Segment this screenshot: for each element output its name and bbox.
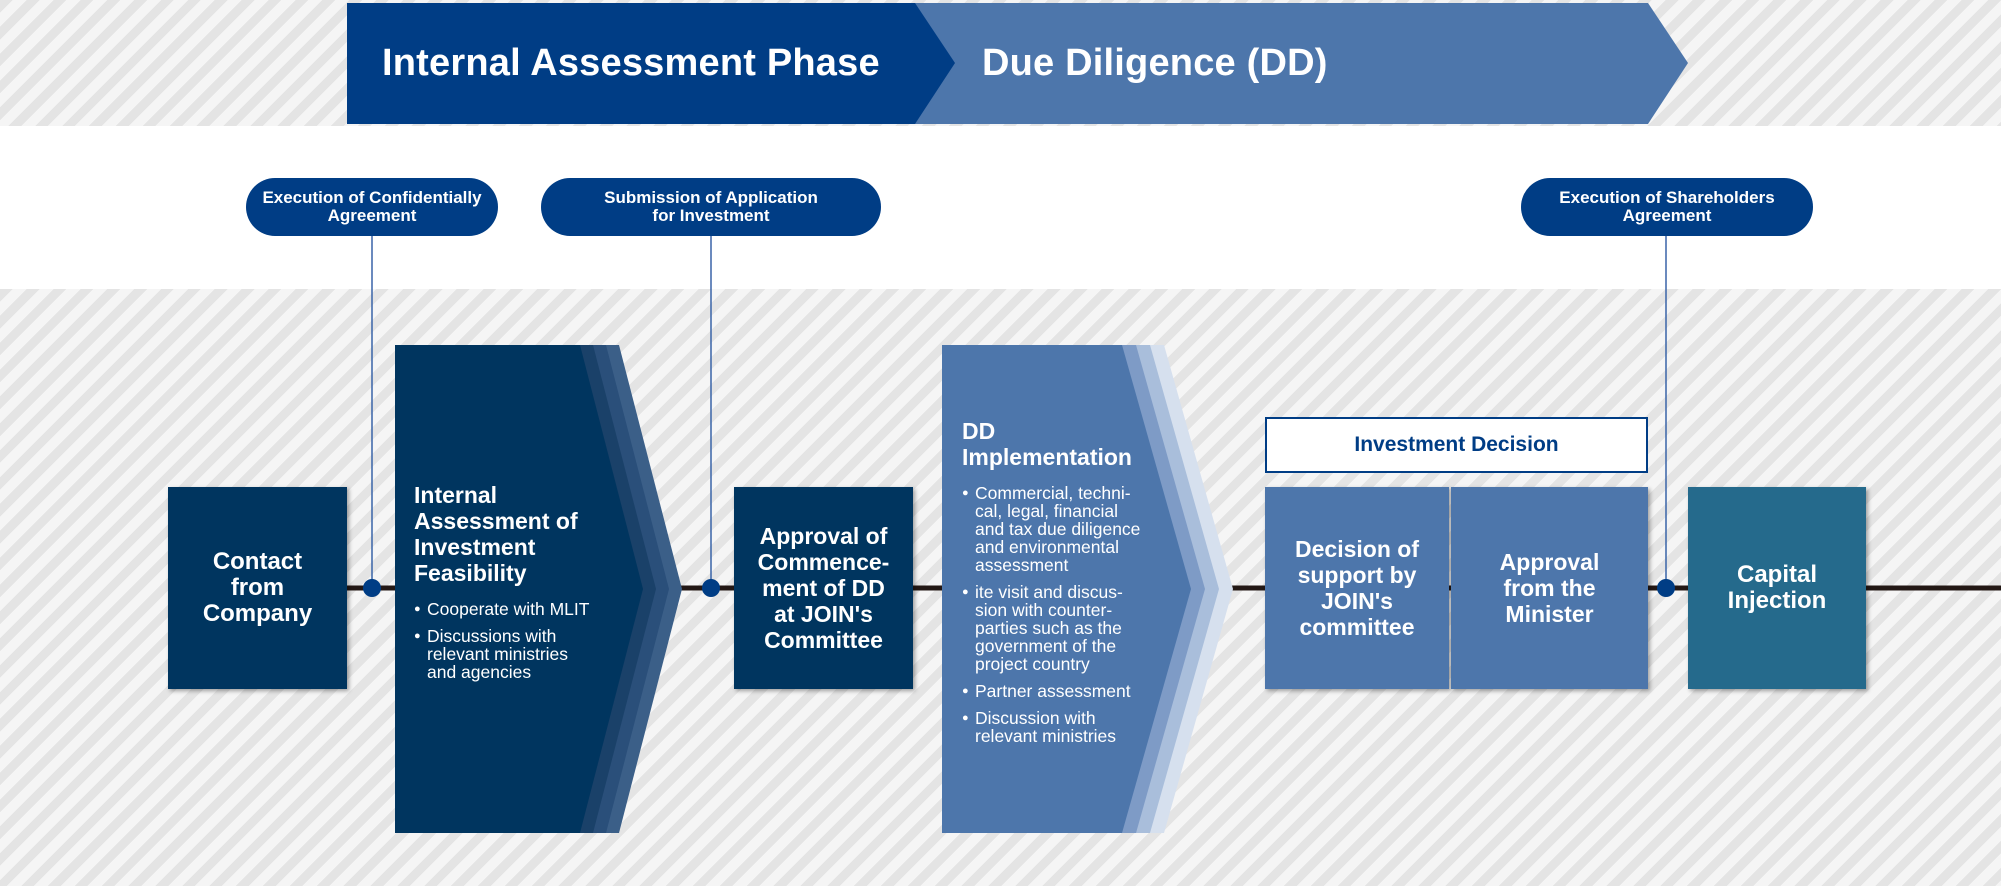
application-node bbox=[702, 579, 720, 597]
contact-from-company-box: Contact from Company bbox=[168, 487, 347, 689]
internal-assessment-phase-arrow bbox=[347, 3, 955, 124]
support-decision-box: Decision of support by JOIN's committee bbox=[1265, 487, 1449, 689]
internal-assessment-content: Internal Assessment of Investment Feasib… bbox=[414, 482, 624, 690]
due-diligence-phase-label: Due Diligence (DD) bbox=[982, 42, 1328, 84]
dd-implementation-title: DD Implementation bbox=[962, 418, 1132, 470]
internal-assessment-bullets: Cooperate with MLIT Discussions with rel… bbox=[414, 600, 624, 681]
internal-assessment-arrow bbox=[395, 345, 682, 833]
bullet-item: Partner assessment bbox=[962, 682, 1177, 700]
due-diligence-phase-arrow bbox=[915, 3, 1688, 124]
application-submission-pill: Submission of Application for Investment bbox=[541, 178, 881, 236]
dd-implementation-content: DD Implementation Commercial, techni- ca… bbox=[962, 418, 1177, 754]
phase-banner bbox=[347, 3, 1688, 124]
confidentiality-agreement-pill: Execution of Confidentially Agreement bbox=[246, 178, 498, 236]
internal-assessment-title: Internal Assessment of Investment Feasib… bbox=[414, 482, 578, 586]
minister-approval-box: Approval from the Minister bbox=[1451, 487, 1648, 689]
shareholders-node bbox=[1657, 579, 1675, 597]
bullet-item: Discussion with relevant ministries bbox=[962, 709, 1177, 745]
approval-of-dd-box: Approval of Commence- ment of DD at JOIN… bbox=[734, 487, 913, 689]
bullet-item: ite visit and discus- sion with counter-… bbox=[962, 583, 1177, 673]
bullet-item: Cooperate with MLIT bbox=[414, 600, 624, 618]
shareholders-agreement-pill: Execution of Shareholders Agreement bbox=[1521, 178, 1813, 236]
capital-injection-box: Capital Injection bbox=[1688, 487, 1866, 689]
confidentiality-node bbox=[363, 579, 381, 597]
internal-assessment-phase-label: Internal Assessment Phase bbox=[382, 42, 880, 84]
bullet-item: Commercial, techni- cal, legal, financia… bbox=[962, 484, 1177, 574]
dd-implementation-bullets: Commercial, techni- cal, legal, financia… bbox=[962, 484, 1177, 745]
investment-decision-header: Investment Decision bbox=[1265, 417, 1648, 473]
bullet-item: Discussions with relevant ministries and… bbox=[414, 627, 624, 681]
